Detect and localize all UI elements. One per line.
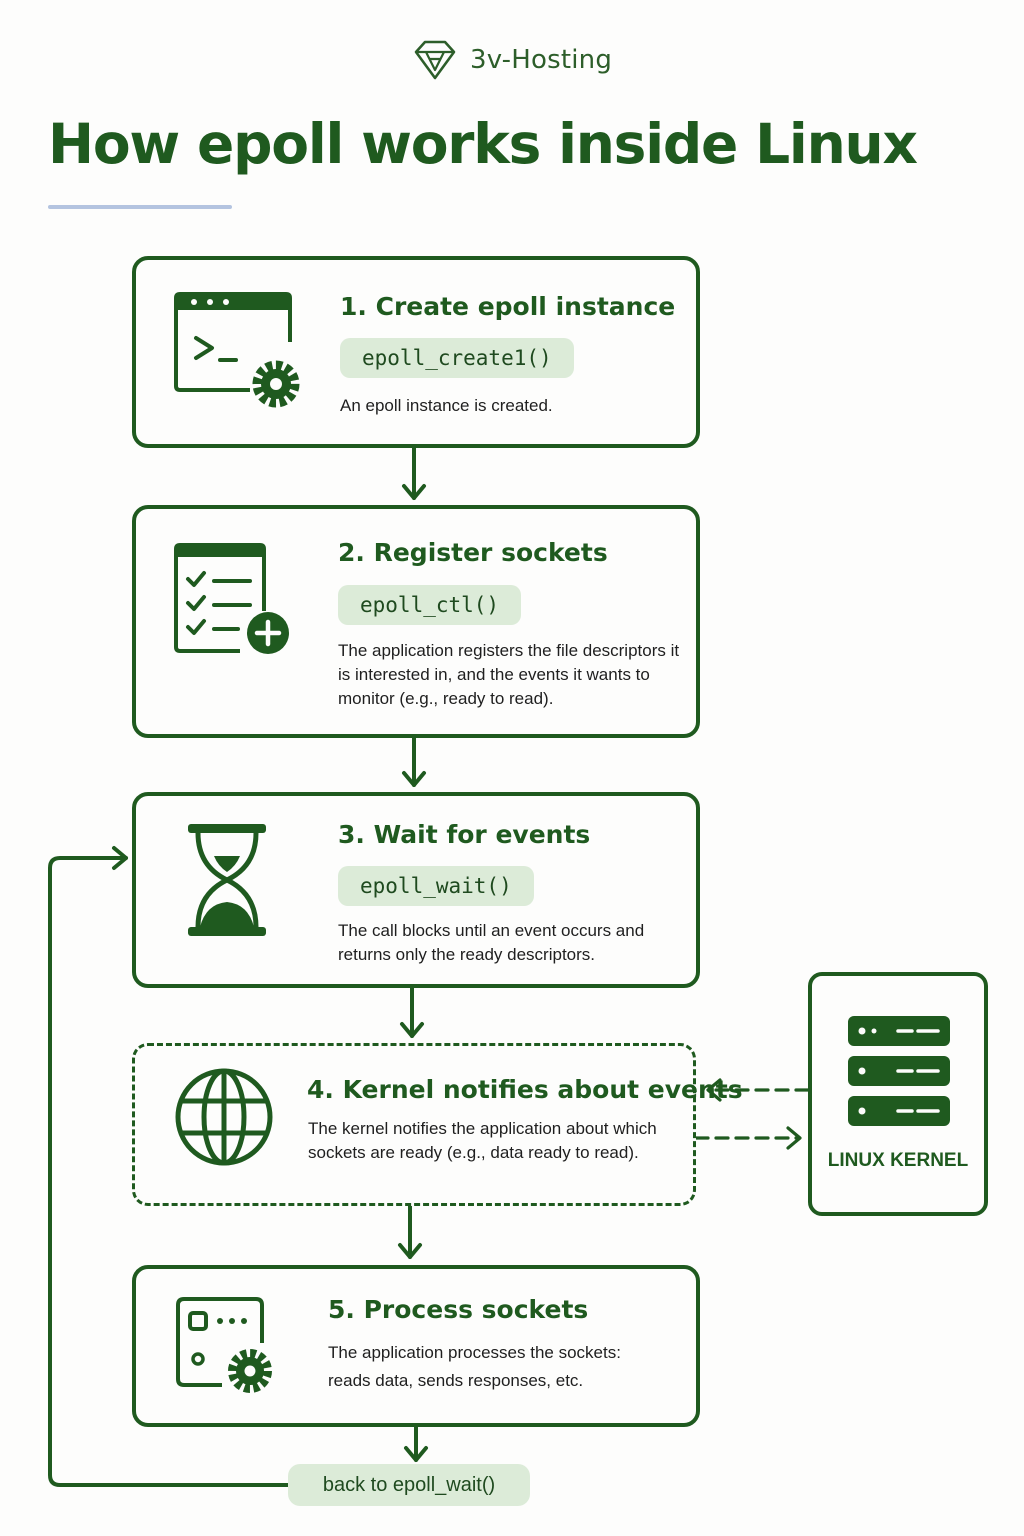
step-3-description: The call blocks until an event occurs an… bbox=[338, 921, 645, 964]
brand: 3v-Hosting bbox=[412, 38, 612, 82]
step-1-code: epoll_create1() bbox=[340, 338, 574, 378]
terminal-gear-icon bbox=[174, 292, 300, 408]
arrow-step4-to-kernel bbox=[694, 1126, 802, 1150]
arrow-step3-to-step4 bbox=[400, 986, 424, 1038]
arrow-kernel-to-step4 bbox=[706, 1078, 810, 1102]
step-1-heading: 1. Create epoll instance bbox=[340, 292, 676, 321]
step-register-sockets: 2. Register sockets epoll_ctl() The appl… bbox=[132, 505, 700, 738]
arrow-step4-to-step5 bbox=[398, 1204, 422, 1259]
hourglass-icon bbox=[188, 824, 266, 936]
step-2-code: epoll_ctl() bbox=[338, 585, 522, 625]
step-process-sockets: 5. Process sockets The application proce… bbox=[132, 1265, 700, 1427]
kernel-label: LINUX KERNEL bbox=[827, 1150, 969, 1171]
title-underline bbox=[48, 205, 232, 209]
linux-kernel-box: LINUX KERNEL bbox=[808, 972, 988, 1216]
window-gear-icon bbox=[176, 1297, 272, 1393]
arrow-step5-to-loop bbox=[404, 1425, 428, 1462]
globe-icon bbox=[175, 1068, 273, 1166]
step-1-description: An epoll instance is created. bbox=[340, 396, 553, 415]
step-3-heading: 3. Wait for events bbox=[338, 820, 591, 849]
step-2-description: The application registers the file descr… bbox=[338, 641, 680, 708]
step-5-description: The application processes the sockets: r… bbox=[328, 1343, 621, 1390]
step-kernel-notifies: 4. Kernel notifies about events The kern… bbox=[132, 1043, 743, 1206]
step-5-heading: 5. Process sockets bbox=[328, 1295, 589, 1324]
brand-name: 3v-Hosting bbox=[470, 45, 613, 75]
step-2-heading: 2. Register sockets bbox=[338, 538, 608, 567]
loop-back-label: back to epoll_wait() bbox=[288, 1464, 530, 1506]
step-create-instance: 1. Create epoll instance epoll_create1()… bbox=[132, 256, 700, 448]
loop-back-arrow bbox=[48, 846, 290, 1487]
checklist-plus-icon bbox=[174, 543, 289, 654]
step-4-description: The kernel notifies the application abou… bbox=[308, 1119, 657, 1162]
step-wait-for-events: 3. Wait for events epoll_wait() The call… bbox=[132, 792, 700, 988]
arrow-step1-to-step2 bbox=[402, 446, 426, 500]
server-icon bbox=[848, 1016, 950, 1126]
gem-icon bbox=[414, 40, 456, 80]
step-3-code: epoll_wait() bbox=[338, 866, 534, 906]
page-title: How epoll works inside Linux bbox=[48, 112, 918, 176]
arrow-step2-to-step3 bbox=[402, 736, 426, 787]
step-4-heading: 4. Kernel notifies about events bbox=[307, 1075, 743, 1104]
